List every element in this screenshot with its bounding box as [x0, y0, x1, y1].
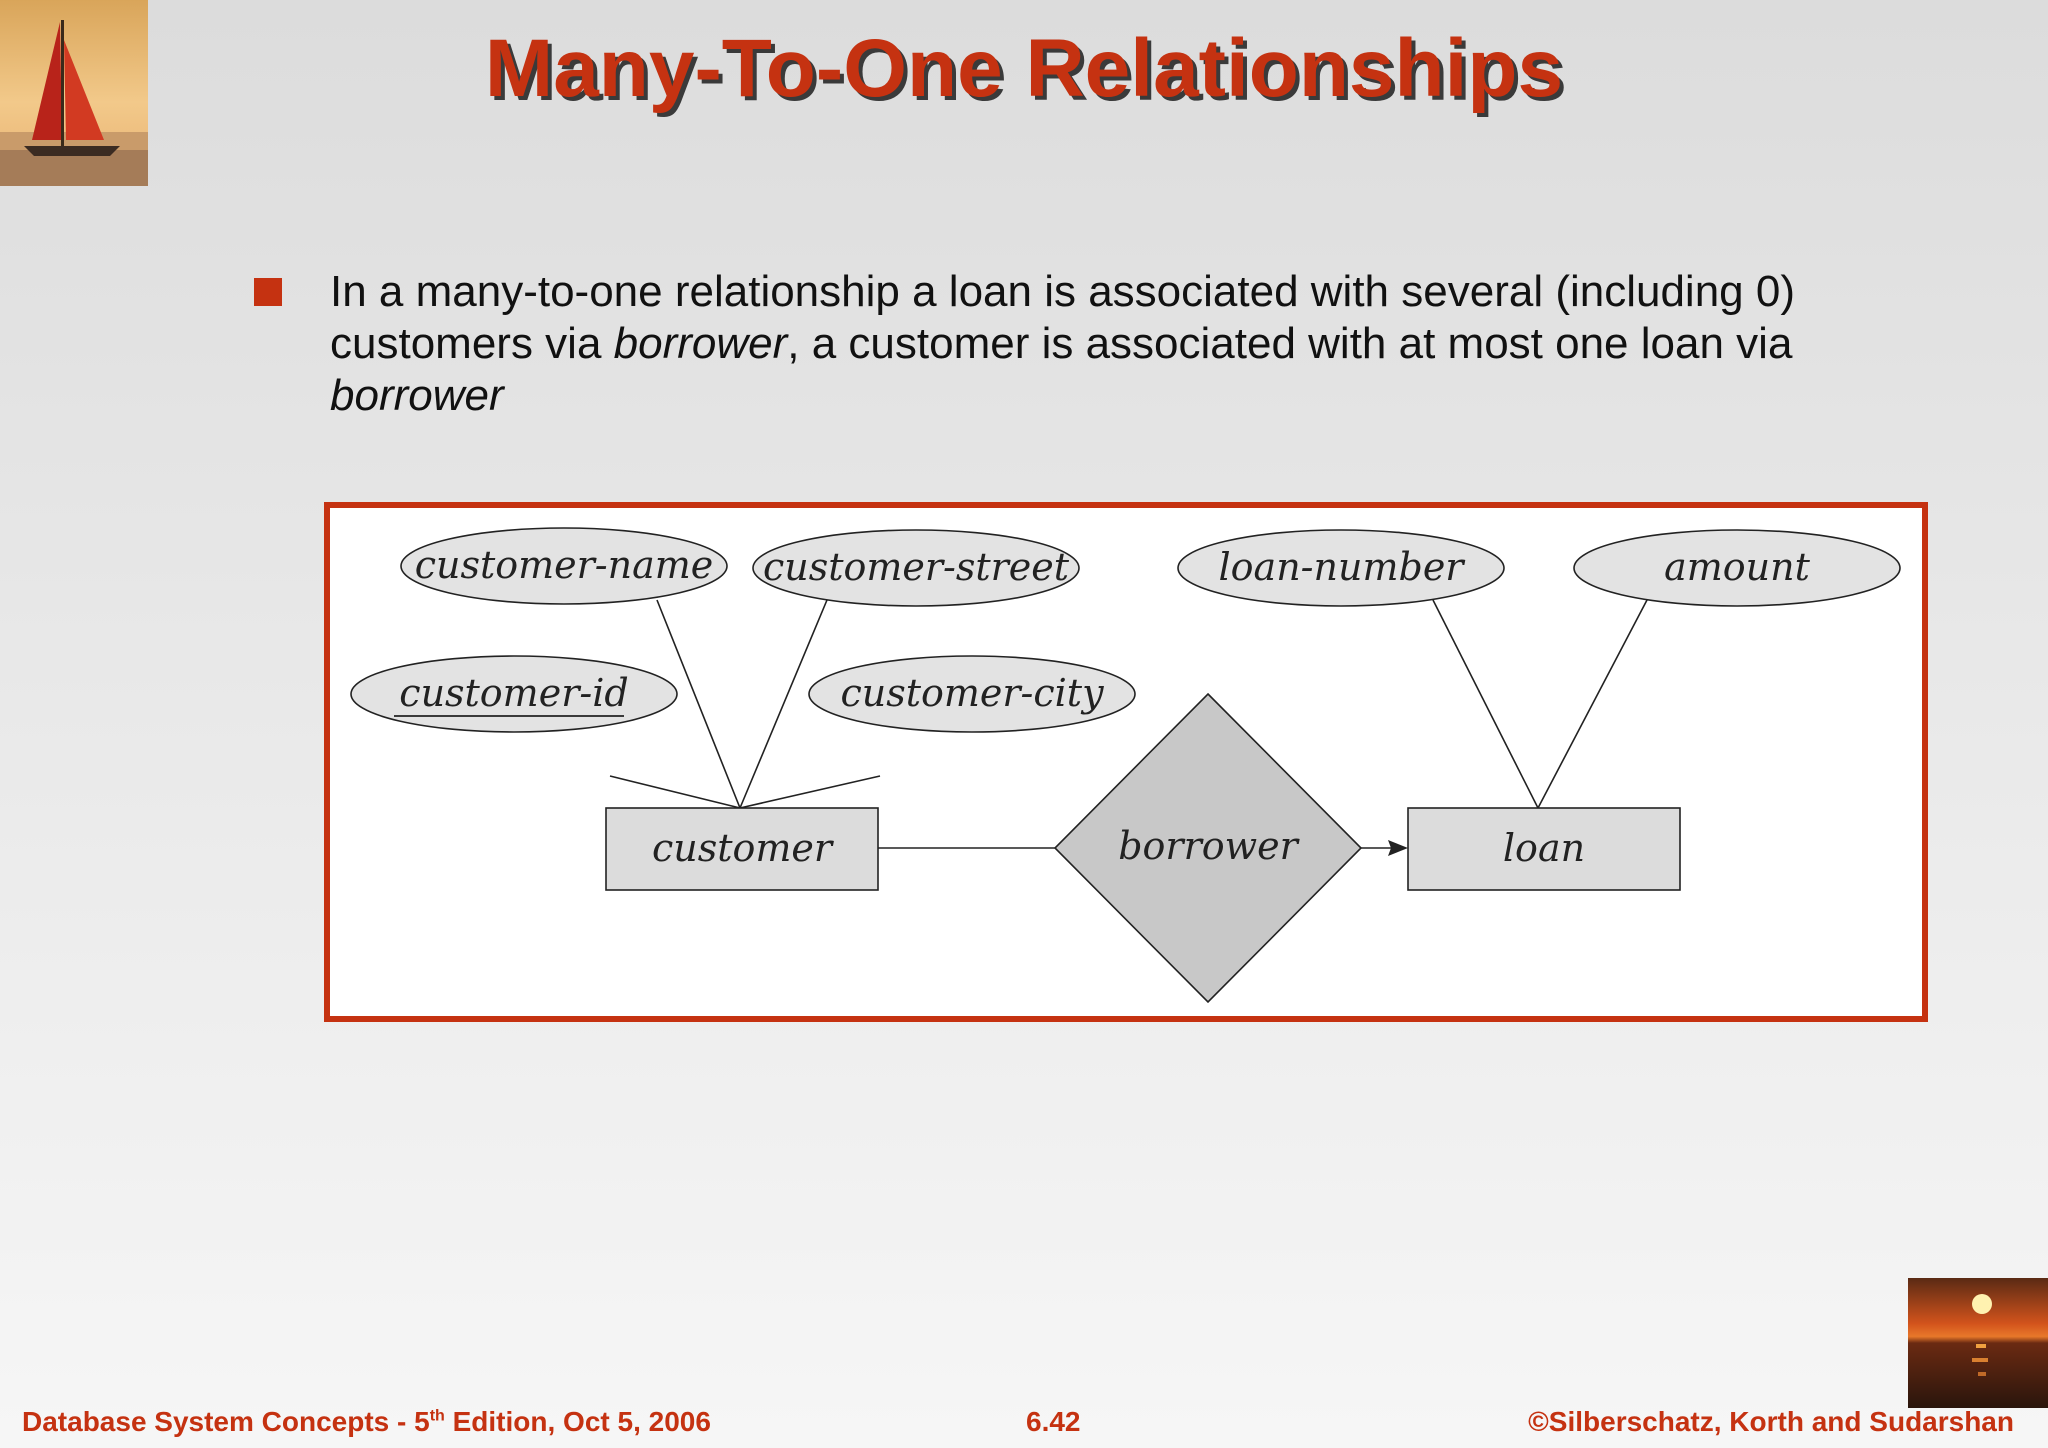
bullet-line-1: In a many-to-one relationship a loan is … — [330, 267, 1795, 316]
bullet-line-3-borrower: borrower — [330, 371, 504, 420]
sailboat-logo-image — [0, 0, 148, 186]
attribute-loan-number: loan-number — [1177, 529, 1505, 607]
line-customer-street — [739, 599, 828, 809]
connector-lines — [609, 599, 1648, 849]
er-diagram: customer-name customer-street customer-i… — [350, 527, 1901, 1004]
attribute-customer-street: customer-street — [752, 529, 1080, 607]
footer-copyright: ©Silberschatz, Korth and Sudarshan — [1528, 1406, 2014, 1437]
line-loan-number — [1432, 599, 1539, 809]
svg-text:loan: loan — [1503, 826, 1585, 870]
line-amount — [1537, 599, 1648, 809]
svg-text:customer-id: customer-id — [399, 671, 628, 715]
svg-text:loan-number: loan-number — [1219, 545, 1467, 589]
svg-text:customer: customer — [652, 826, 835, 870]
slide-title: Many-To-One Relationships — [484, 23, 1564, 114]
footer-book-title: Database System Concepts - 5th Edition, … — [22, 1406, 711, 1437]
line-customer-id — [609, 775, 741, 809]
svg-text:customer-name: customer-name — [415, 543, 714, 587]
entity-customer: customer — [605, 807, 879, 891]
svg-text:customer-city: customer-city — [840, 671, 1104, 715]
attribute-amount: amount — [1573, 529, 1901, 607]
attribute-customer-name: customer-name — [400, 527, 728, 605]
er-diagram-frame: customer-name customer-street customer-i… — [324, 502, 1928, 1022]
svg-text:borrower: borrower — [1118, 824, 1300, 868]
bullet-line-2-end: , a customer is associated with at most … — [787, 319, 1793, 368]
entity-loan: loan — [1407, 807, 1681, 891]
arrow-head-icon — [1388, 840, 1408, 856]
bullet-square-icon — [254, 278, 282, 306]
attribute-customer-city: customer-city — [808, 655, 1136, 733]
footer-page-number: 6.42 — [1026, 1406, 1081, 1437]
svg-text:customer-street: customer-street — [763, 545, 1070, 589]
bullet-line-2-start: customers via — [330, 319, 614, 368]
line-customer-city — [739, 775, 881, 809]
attribute-customer-id: customer-id — [350, 655, 678, 733]
line-customer-name — [656, 599, 741, 809]
bullet-paragraph: In a many-to-one relationship a loan is … — [330, 266, 1830, 422]
svg-text:amount: amount — [1664, 545, 1811, 589]
sunset-image — [1908, 1278, 2048, 1408]
relationship-borrower: borrower — [1053, 692, 1363, 1004]
bullet-line-2-borrower: borrower — [613, 319, 788, 368]
